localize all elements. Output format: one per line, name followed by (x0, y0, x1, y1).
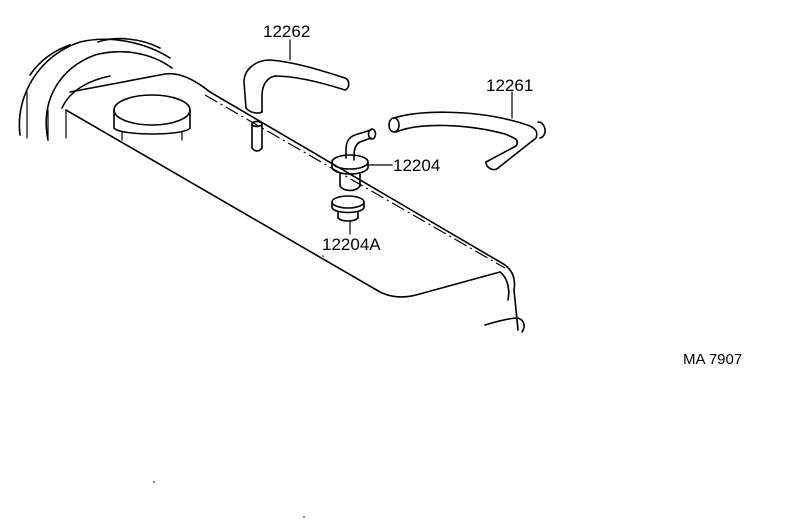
label-hose-12261: 12261 (486, 76, 533, 95)
scan-speck (303, 516, 305, 518)
scan-speck (153, 481, 155, 483)
label-hose-12262: 12262 (263, 22, 310, 41)
grommet-12204a (331, 195, 365, 222)
cylinder-head-cover (18, 37, 525, 333)
scan-speck (322, 255, 324, 257)
label-pcv-valve: 12204 (393, 156, 440, 175)
leader-lines (289, 39, 513, 235)
pcv-valve-12204 (331, 128, 377, 192)
hose-12262 (243, 59, 350, 152)
hose-12261 (388, 111, 546, 171)
diagram-reference-code: MA 7907 (683, 351, 742, 368)
oil-filler-cap (113, 94, 191, 141)
label-grommet: 12204A (322, 235, 381, 254)
